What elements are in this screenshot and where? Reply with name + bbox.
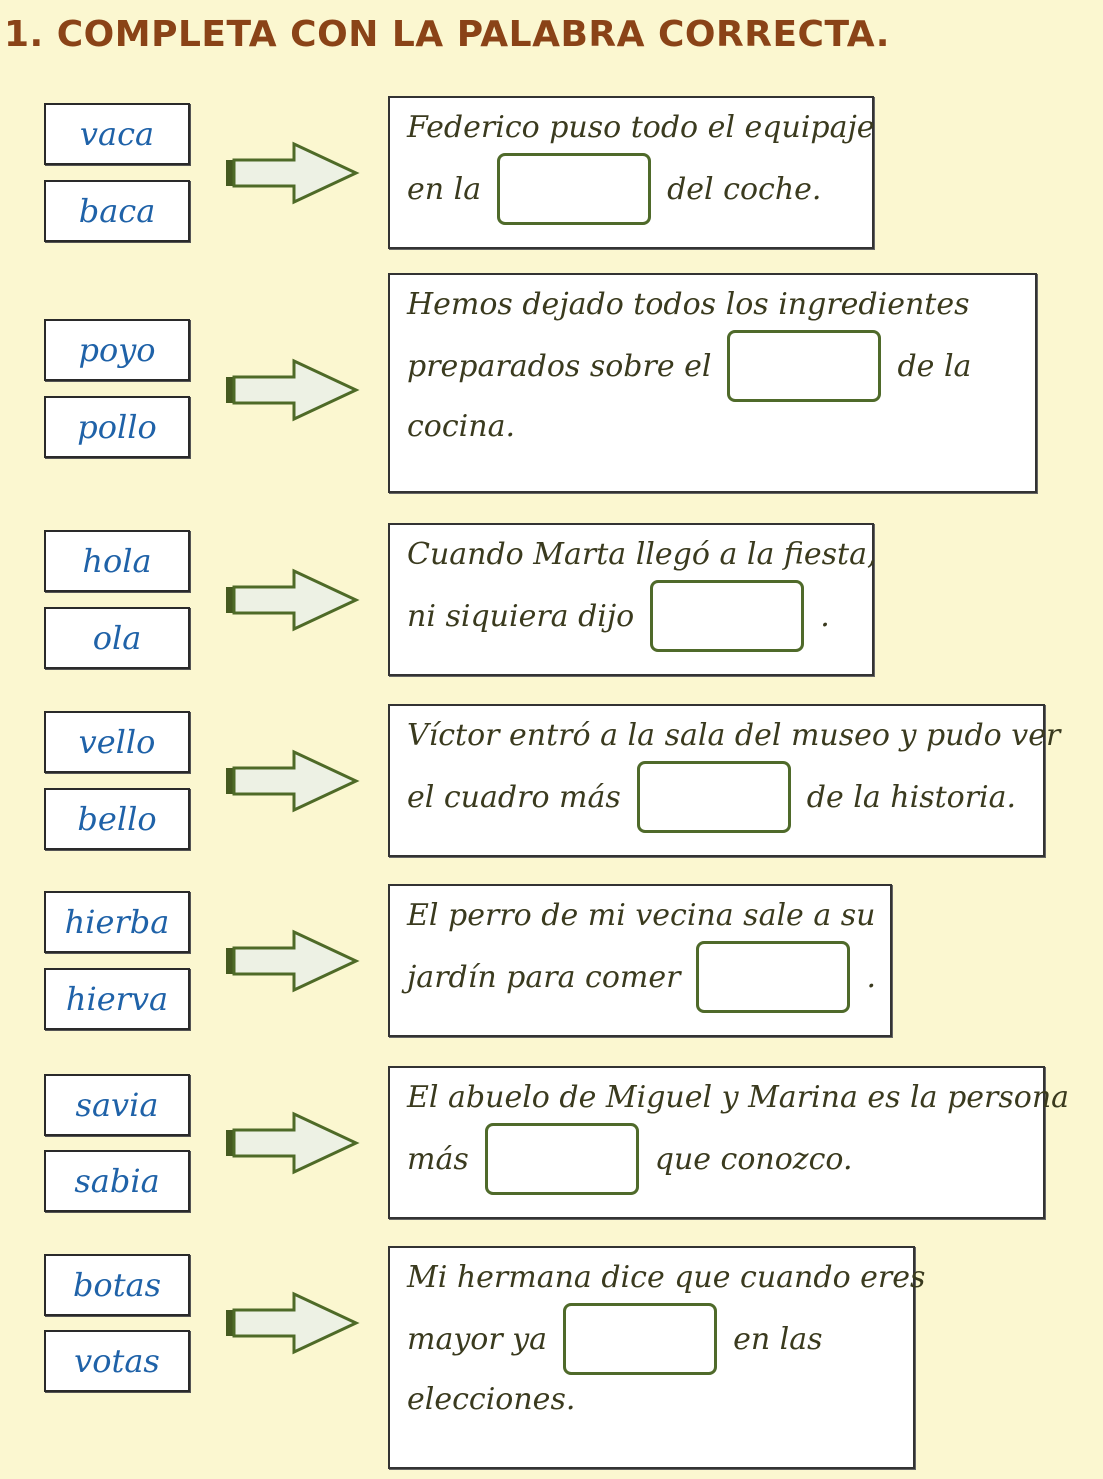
answer-blank[interactable] (727, 330, 882, 402)
word-option[interactable]: ola (44, 607, 190, 669)
word-option[interactable]: vello (44, 711, 190, 773)
sentence-text: Mi hermana dice que cuando eres (407, 1260, 926, 1295)
arrow-right-icon (226, 141, 360, 205)
word-option[interactable]: baca (44, 180, 190, 242)
sentence-text: más (407, 1141, 469, 1177)
arrow-right-icon (226, 749, 360, 813)
word-option[interactable]: hierva (44, 968, 190, 1030)
arrow-right-icon (226, 358, 360, 422)
sentence-text: del coche. (667, 171, 822, 207)
sentence-text: El perro de mi vecina sale a su (407, 898, 876, 933)
arrow-right-icon (226, 1111, 360, 1175)
word-option[interactable]: pollo (44, 396, 190, 458)
answer-blank[interactable] (696, 941, 851, 1013)
sentence-text: de la historia. (806, 779, 1017, 815)
sentence-text: Cuando Marta llegó a la fiesta, (407, 537, 877, 572)
sentence-text: mayor ya (407, 1321, 548, 1357)
sentence-box: Mi hermana dice que cuando eres mayor ya… (388, 1246, 925, 1469)
sentence-text: en la (407, 171, 482, 207)
word-option[interactable]: sabia (44, 1150, 190, 1212)
sentence-text: en las (733, 1321, 823, 1357)
word-option[interactable]: hierba (44, 891, 190, 953)
word-option[interactable]: botas (44, 1254, 190, 1316)
answer-blank[interactable] (650, 580, 805, 652)
sentence-box: Federico puso todo el equipaje en la del … (388, 96, 875, 249)
word-option[interactable]: bello (44, 788, 190, 850)
sentence-text: de la (897, 348, 972, 384)
word-option[interactable]: votas (44, 1330, 190, 1392)
sentence-text: Hemos dejado todos los ingredientes (407, 287, 970, 322)
arrow-right-icon (226, 929, 360, 993)
sentence-box: Cuando Marta llegó a la fiesta, ni siqui… (388, 523, 877, 676)
sentence-text: cocina. (407, 409, 516, 444)
answer-blank[interactable] (497, 153, 652, 225)
word-option[interactable]: vaca (44, 103, 190, 165)
sentence-text: ni siquiera dijo (407, 598, 635, 634)
sentence-box: Víctor entró a la sala del museo y pudo … (388, 704, 1060, 857)
answer-blank[interactable] (484, 1123, 639, 1195)
word-option[interactable]: savia (44, 1074, 190, 1136)
word-option[interactable]: poyo (44, 319, 190, 381)
sentence-text: que conozco. (654, 1141, 853, 1177)
sentence-text: preparados sobre el (407, 348, 712, 384)
sentence-box: El perro de mi vecina sale a su jardín p… (388, 884, 892, 1037)
arrow-right-icon (226, 568, 360, 632)
arrow-right-icon (226, 1291, 360, 1355)
sentence-text: . (866, 959, 876, 995)
exercise-title: 1. COMPLETA CON LA PALABRA CORRECTA. (4, 14, 890, 55)
sentence-text: Víctor entró a la sala del museo y pudo … (407, 718, 1061, 753)
sentence-box: El abuelo de Miguel y Marina es la perso… (388, 1066, 1069, 1219)
sentence-text: el cuadro más (407, 779, 621, 815)
sentence-text: El abuelo de Miguel y Marina es la perso… (407, 1080, 1070, 1115)
answer-blank[interactable] (636, 761, 791, 833)
sentence-text: jardín para comer (407, 959, 681, 995)
word-option[interactable]: hola (44, 530, 190, 592)
sentence-text: elecciones. (407, 1382, 576, 1417)
sentence-text: Federico puso todo el equipaje (407, 110, 875, 145)
answer-blank[interactable] (563, 1303, 718, 1375)
sentence-box: Hemos dejado todos los ingredientes prep… (388, 273, 1037, 493)
sentence-text: . (820, 598, 830, 634)
